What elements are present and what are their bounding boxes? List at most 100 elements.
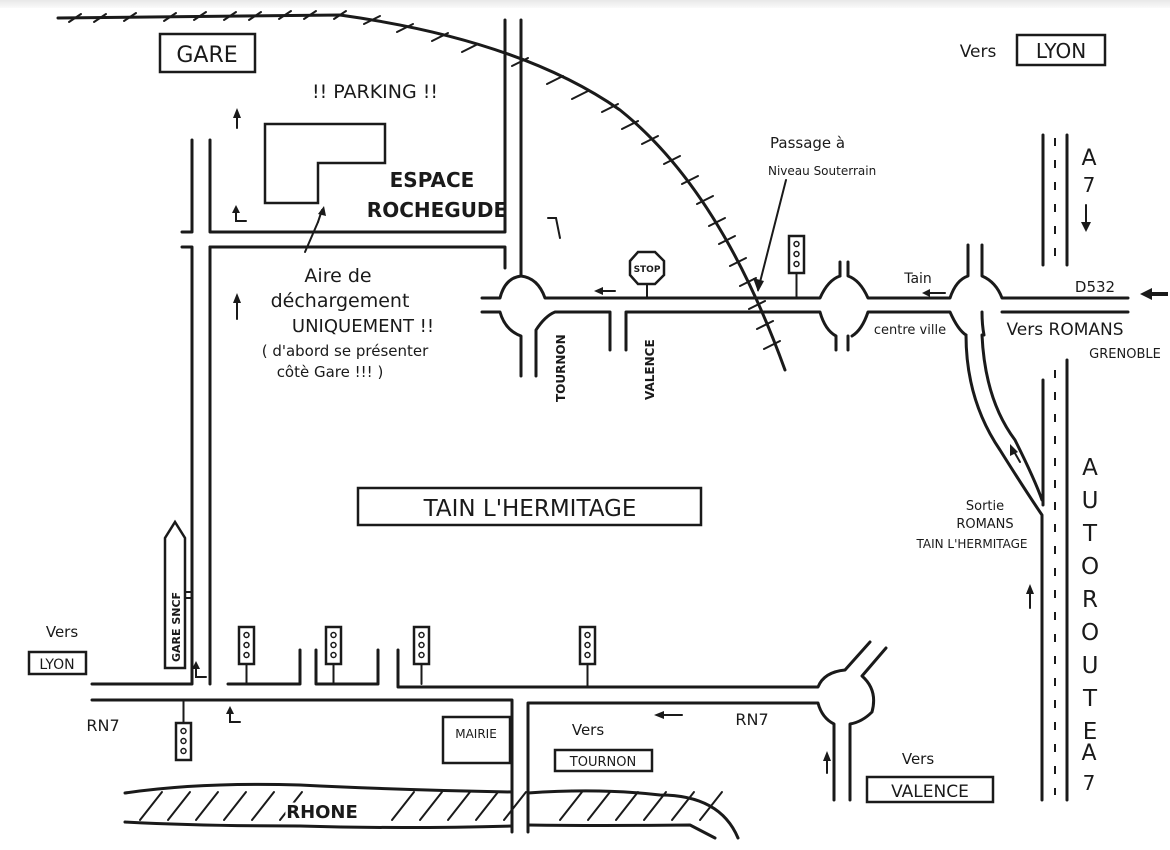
traffic-light-icon bbox=[578, 625, 597, 688]
rail-tie bbox=[396, 23, 414, 33]
river-hatch-line bbox=[559, 791, 583, 821]
rail-tie bbox=[756, 320, 774, 330]
traffic-lights bbox=[174, 234, 806, 762]
mairie-box bbox=[441, 715, 512, 765]
tain-label: Tain bbox=[903, 271, 932, 287]
valence-label: VALENCE bbox=[891, 782, 969, 802]
rail-tie bbox=[718, 235, 736, 245]
lyon-left-box bbox=[27, 650, 88, 676]
rail-tie bbox=[739, 277, 757, 287]
town-box bbox=[356, 486, 703, 527]
rail-tie bbox=[696, 195, 714, 205]
arrow-turn-icon bbox=[547, 217, 561, 239]
gare-box: GARE bbox=[158, 32, 257, 74]
rail-tie bbox=[333, 10, 347, 20]
arrowhead bbox=[233, 293, 241, 303]
autoroute-letter: R bbox=[1082, 587, 1098, 613]
aire-label-3: UNIQUEMENT !! bbox=[292, 316, 434, 337]
river-hatch-line bbox=[587, 791, 611, 821]
rail-tie bbox=[93, 13, 107, 23]
traffic-light-icon bbox=[237, 625, 256, 685]
rail-tie bbox=[708, 217, 726, 227]
river-hatch-line bbox=[447, 791, 471, 821]
valence-box bbox=[865, 775, 995, 804]
arrowhead bbox=[192, 661, 200, 669]
aire-label-5: côtè Gare !!! ) bbox=[277, 363, 384, 381]
traffic-light-icon bbox=[787, 234, 806, 299]
river-hatch-line bbox=[195, 791, 219, 821]
centre-ville-label: centre ville bbox=[874, 323, 946, 338]
rail-tie bbox=[663, 155, 681, 165]
rail-tie bbox=[248, 11, 262, 21]
tournon-box bbox=[553, 748, 654, 773]
rail-tie bbox=[278, 10, 292, 20]
rochegude-label: ROCHEGUDE bbox=[367, 198, 507, 222]
traffic-light-icon bbox=[412, 625, 431, 685]
sortie-label-1: Sortie bbox=[966, 499, 1004, 514]
lyon-top-label: LYON bbox=[1036, 39, 1086, 63]
tournon-label: TOURNON bbox=[569, 755, 636, 770]
mairie-label: MAIRIE bbox=[455, 727, 497, 741]
rn7-left-label: RN7 bbox=[86, 716, 119, 735]
river-hatch-line bbox=[167, 791, 191, 821]
rhone-label: RHONE bbox=[286, 802, 358, 823]
stop-label: STOP bbox=[634, 265, 661, 275]
river-hatch-line bbox=[391, 791, 415, 821]
aire-pointer bbox=[304, 221, 319, 253]
rail-tie bbox=[223, 11, 237, 21]
autoroute-letter: O bbox=[1081, 620, 1099, 646]
roads bbox=[90, 18, 1130, 834]
river-hatch-line bbox=[699, 791, 723, 821]
aire-label-2: déchargement bbox=[271, 290, 410, 312]
rail-tie bbox=[163, 12, 177, 22]
gare-label: GARE bbox=[176, 43, 237, 68]
rail-tie bbox=[431, 32, 449, 42]
a7-bottom-a: A bbox=[1081, 741, 1096, 766]
lyon-top-box bbox=[1015, 33, 1107, 67]
rail-tie bbox=[68, 13, 82, 23]
rail-tie bbox=[193, 11, 207, 21]
arrowhead bbox=[1026, 584, 1034, 594]
rail-tie bbox=[123, 12, 137, 22]
a7-bottom-7: 7 bbox=[1083, 771, 1096, 795]
traffic-light-icon bbox=[174, 699, 193, 762]
autoroute-letter: U bbox=[1082, 653, 1099, 679]
river-hatch-line bbox=[643, 791, 667, 821]
river-hatch-line bbox=[223, 791, 247, 821]
rail-tie bbox=[571, 90, 589, 100]
passage-pointer bbox=[757, 179, 787, 291]
lyon-left-label: LYON bbox=[39, 657, 74, 673]
grenoble-label: GRENOBLE bbox=[1089, 347, 1161, 362]
d532-label: D532 bbox=[1075, 278, 1115, 296]
autoroute-letter: T bbox=[1082, 686, 1098, 712]
autoroute-letter: A bbox=[1082, 455, 1098, 481]
river-hatch-line bbox=[503, 791, 527, 821]
vers-lyon-left-label: Vers bbox=[46, 623, 78, 641]
river-hatch-line bbox=[419, 791, 443, 821]
aire-label-4: ( d'abord se présenter bbox=[262, 342, 429, 360]
rail-tie bbox=[681, 175, 699, 185]
tournon-street-label: TOURNON bbox=[554, 334, 568, 402]
arrowhead bbox=[1010, 444, 1018, 456]
rail-tie bbox=[748, 300, 766, 310]
river-hatch-line bbox=[139, 791, 163, 821]
parking-label: !! PARKING !! bbox=[312, 81, 438, 103]
river-hatch-line bbox=[475, 791, 499, 821]
arrowhead bbox=[233, 108, 241, 118]
a7-top-a: A bbox=[1081, 146, 1096, 171]
river-hatch-line bbox=[279, 791, 303, 821]
sortie-label-3: TAIN L'HERMITAGE bbox=[915, 537, 1027, 551]
passage-label-2: Niveau Souterrain bbox=[768, 164, 876, 178]
stop-sign: STOP bbox=[628, 250, 666, 299]
gare-sncf-sign: GARE SNCF bbox=[163, 519, 193, 670]
vers-valence-label: Vers bbox=[902, 750, 934, 768]
arrowhead bbox=[823, 751, 831, 761]
autoroute-letter: E bbox=[1083, 719, 1098, 745]
arrowhead bbox=[226, 706, 234, 714]
traffic-light-icon bbox=[324, 625, 343, 685]
espace-label: ESPACE bbox=[390, 168, 475, 192]
sortie-label-2: ROMANS bbox=[956, 517, 1013, 532]
arrowhead bbox=[318, 206, 326, 216]
rail-tie bbox=[641, 135, 659, 145]
